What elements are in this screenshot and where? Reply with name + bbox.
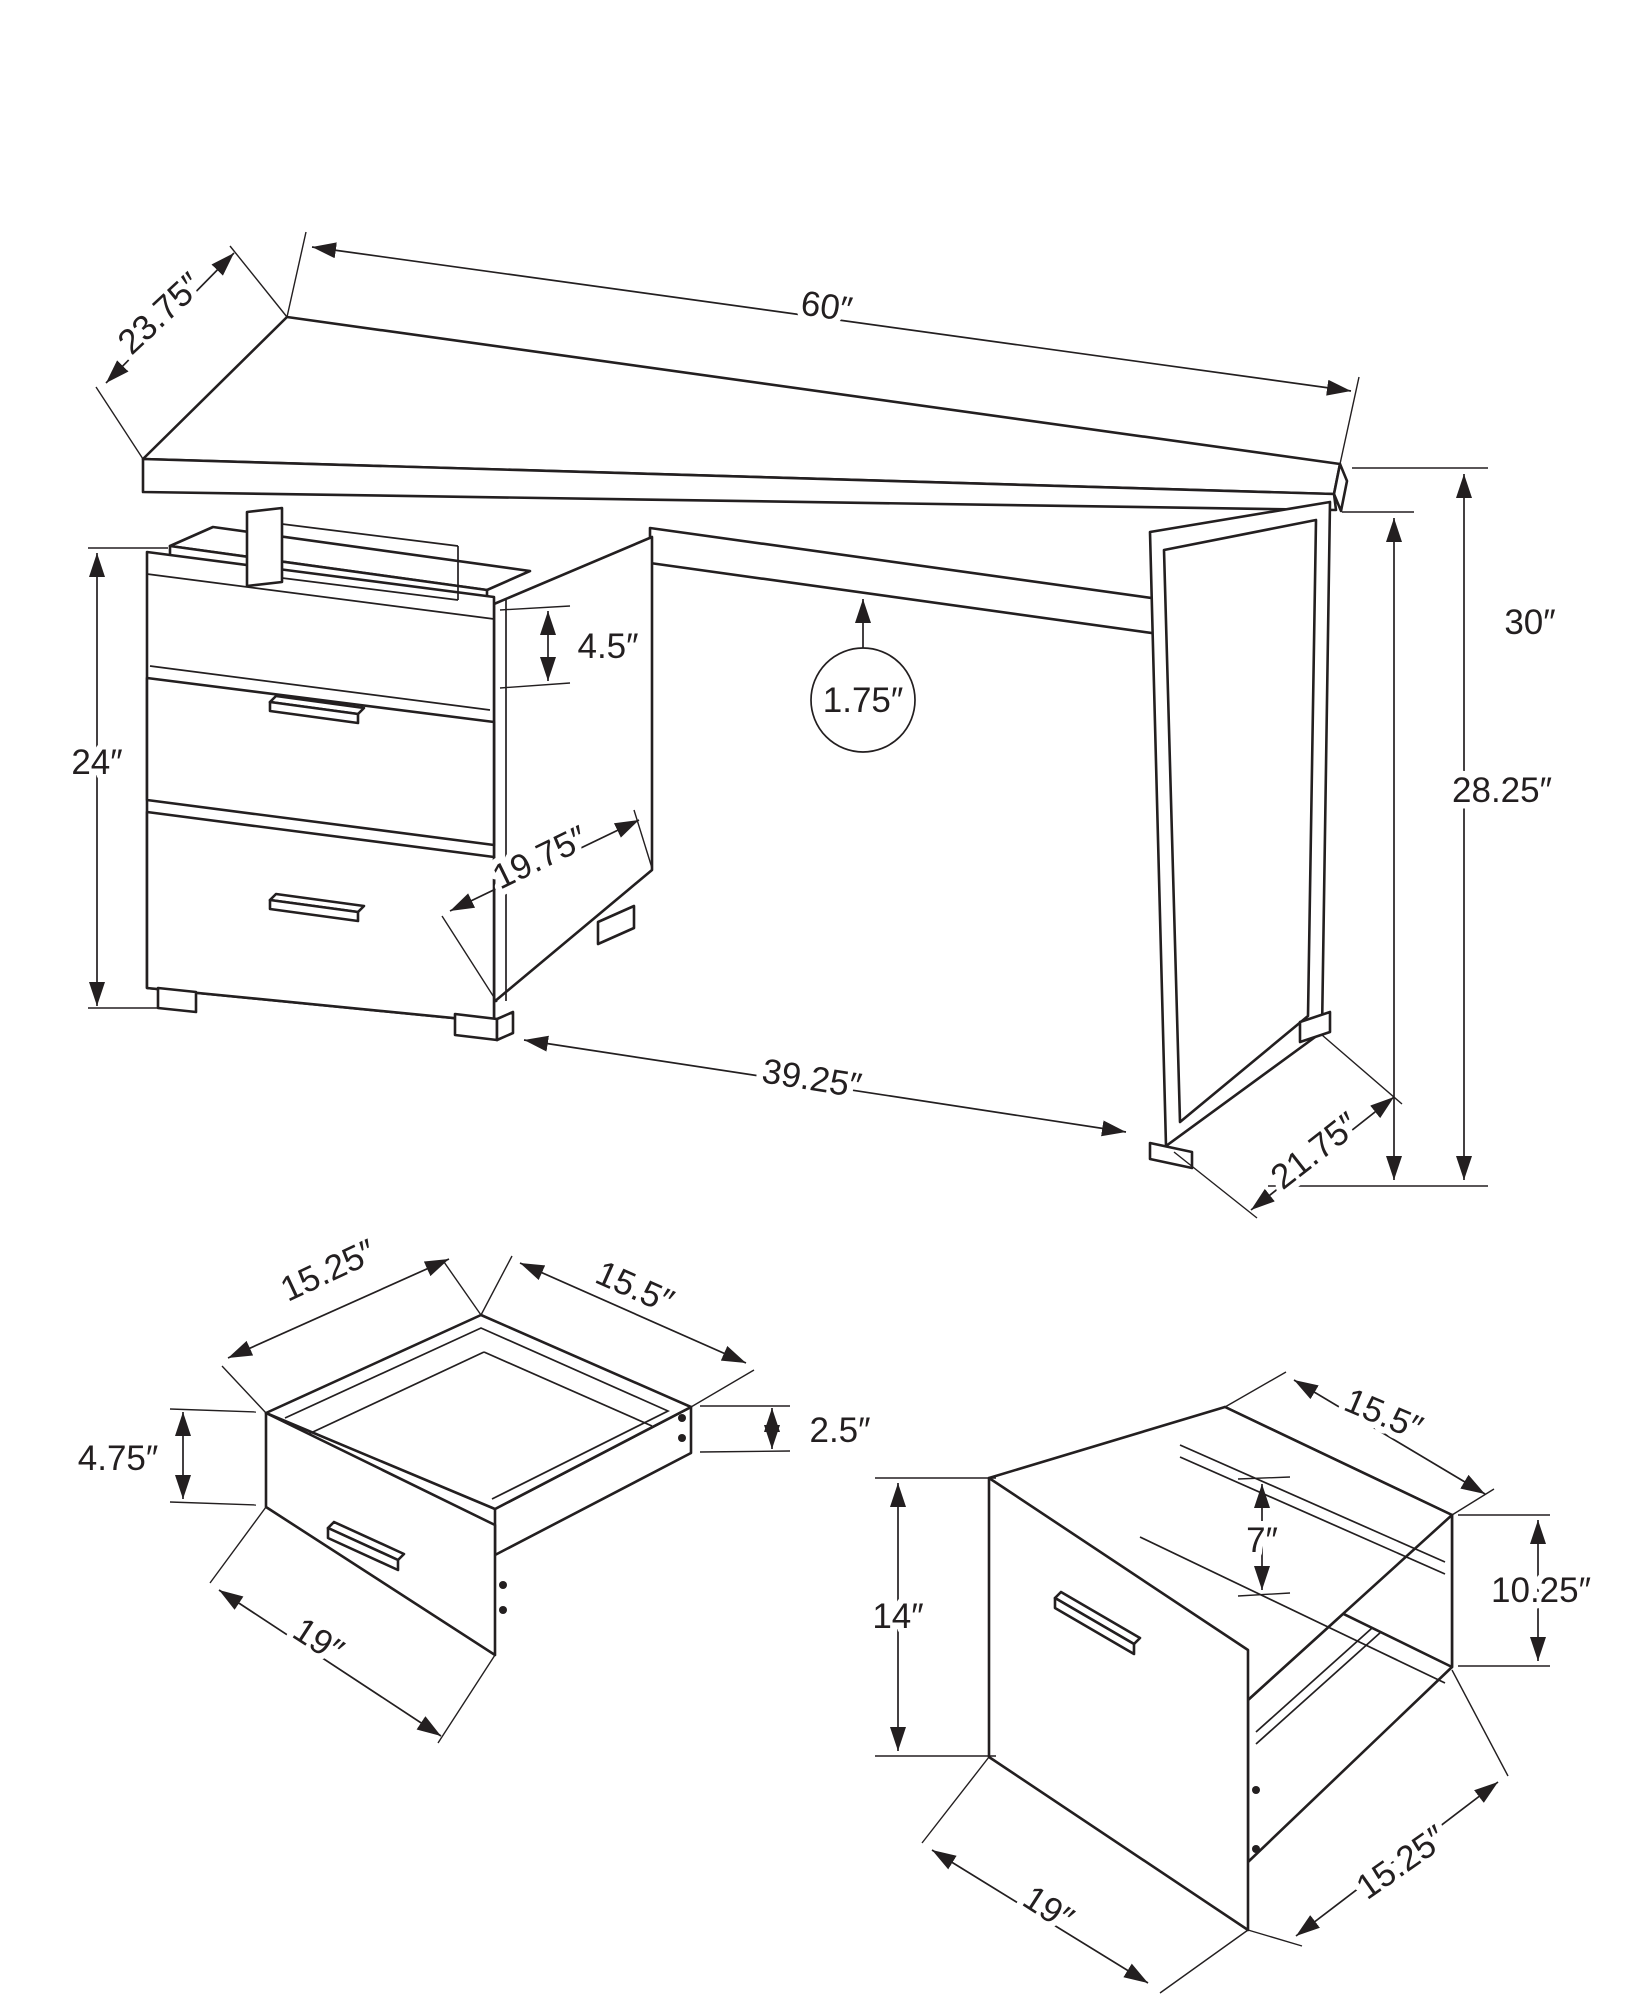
cabinet-door-handle: [268, 892, 366, 923]
large-drawer-handle: [1053, 1590, 1142, 1656]
desk-cabinet: [145, 525, 654, 1042]
dim-label: 39.25″: [759, 1052, 864, 1106]
small-drawer-figure: 15.25″ 15.5″ 4.75″ 2.5″ 19″: [71, 1225, 877, 1744]
dim-ld-front-height: 14″: [866, 1477, 996, 1757]
dim-label: 4.75″: [78, 1439, 159, 1478]
dim-label: 15.5″: [590, 1253, 679, 1321]
desk-leg-frame: [1148, 500, 1332, 1170]
dim-cabinet-height: 24″: [65, 547, 168, 1009]
dim-label: 7″: [1246, 1521, 1278, 1560]
dim-label: 15.25″: [275, 1232, 382, 1310]
dim-ld-side-height: 10.25″: [1458, 1514, 1597, 1667]
large-drawer-figure: 15.5″ 7″ 14″ 10.25″ 19″: [866, 1371, 1597, 1994]
dim-overall-height: 30″: [1268, 467, 1562, 1187]
dim-open-shelf-height: 4.5″: [499, 605, 645, 689]
dim-label: 19″: [286, 1610, 350, 1671]
dim-knee-clearance: 39.25″: [523, 1035, 1127, 1137]
dim-ld-inner-back-height: 7″: [1237, 1476, 1291, 1597]
dim-label: 24″: [71, 743, 122, 782]
dim-underside-clearance: 28.25″: [1342, 511, 1558, 1180]
desk-figure: 23.75″ 60″ 30″ 28.25″ 24″: [65, 231, 1562, 1219]
dim-label: 15.25″: [1349, 1818, 1453, 1907]
dim-sd-side-height: 2.5″: [699, 1405, 877, 1457]
desk-support-column: [245, 506, 459, 601]
dim-label: 30″: [1504, 603, 1555, 642]
desk-top: [141, 315, 1349, 513]
dim-label: 10.25″: [1491, 1571, 1591, 1610]
dim-label: 15.5″: [1339, 1381, 1428, 1448]
dim-sd-front-height: 4.75″: [71, 1408, 257, 1506]
dim-label: 60″: [798, 284, 854, 330]
dim-panel-thickness: 1.75″: [810, 599, 916, 753]
small-drawer-handle: [326, 1520, 406, 1572]
dim-label: 14″: [872, 1597, 923, 1636]
dim-label: 1.75″: [823, 681, 904, 720]
dim-label: 23.75″: [110, 265, 210, 362]
dim-label: 4.5″: [577, 627, 638, 666]
dim-label: 19″: [1016, 1878, 1080, 1939]
dim-label: 21.75″: [1264, 1105, 1367, 1197]
dim-label: 28.25″: [1452, 771, 1552, 810]
cabinet-drawer-handle: [268, 694, 366, 725]
dim-label: 2.5″: [809, 1411, 870, 1450]
